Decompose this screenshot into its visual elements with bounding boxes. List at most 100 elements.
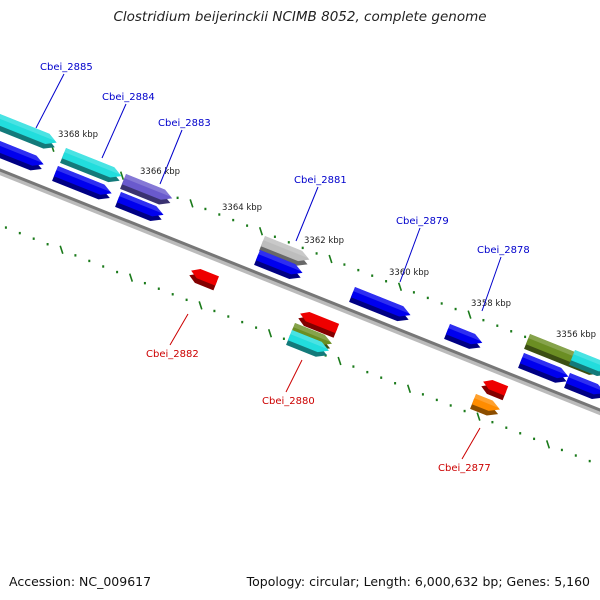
gene-arrow-cbei-2882 [189,268,219,291]
lower-ruler-minor-tick [352,365,355,368]
gene-arrow-highlight [353,287,410,314]
lower-ruler-minor-tick [74,254,77,257]
gene-arrow-body [191,268,219,286]
gene-arrow-cbei-2877 [481,379,509,401]
lower-ruler-minor-tick [505,426,508,429]
lower-ruler-minor-tick [435,398,438,402]
lower-ruler-minor-tick [282,337,285,340]
gene-label: Cbei_2884 [102,92,155,103]
gene-arrow-highlight [263,236,308,259]
gene-arrow-highlight [290,330,328,350]
gene-arrow-highlight [293,323,331,343]
lower-ruler-minor-tick [46,243,49,246]
gene-label: Cbei_2878 [477,245,530,256]
upper-ruler-minor-tick [440,302,443,305]
gene-label-leader-line [461,427,481,460]
gene-arrow-highlight [119,192,163,214]
gene-arrow-cbei-2885 [0,110,57,149]
gene-arrow-cyan-minus [286,330,329,357]
upper-ruler-major-tick [467,310,472,319]
lower-ruler-minor-tick [102,265,105,268]
lower-ruler-major-tick [406,384,412,394]
lower-ruler-minor-tick [255,326,258,329]
kbp-tick-label: 3360 kbp [389,268,429,278]
gene-label-leader-line [169,313,189,346]
kbp-tick-label: 3366 kbp [140,167,180,177]
lower-ruler-major-tick [337,356,342,366]
lower-ruler-minor-tick [380,376,383,379]
gene-arrow-highlight [0,137,43,163]
lower-ruler-minor-tick [116,270,119,274]
lower-ruler-minor-tick [143,281,146,285]
upper-ruler-minor-tick [315,252,318,255]
upper-ruler-minor-tick [232,218,235,222]
upper-ruler-minor-tick [454,307,457,311]
gene-label: Cbei_2881 [294,175,347,186]
gene-label-leader-line [101,103,127,159]
upper-ruler-major-tick [119,171,125,180]
upper-ruler-major-tick [189,199,194,208]
upper-ruler-minor-tick [496,324,499,327]
lower-ruler-minor-tick [519,432,522,435]
lower-ruler-minor-tick [157,287,160,290]
upper-ruler-minor-tick [426,296,429,300]
upper-ruler-minor-tick [204,207,207,211]
gene-arrow-cbei-2884 [60,148,122,183]
gene-arrow-highlight [64,148,121,175]
lower-ruler-minor-tick [4,226,7,229]
lower-ruler-minor-tick [574,454,577,457]
accession-text: Accession: NC_009617 [9,574,152,589]
gene-label: Cbei_2882 [146,349,199,360]
gene-arrow-highlight [258,250,302,272]
upper-ruler-minor-tick [412,291,415,294]
lower-ruler-minor-tick [588,459,591,463]
lower-ruler-minor-tick [88,259,91,263]
gene-label-leader-line [481,256,502,312]
kbp-tick-label: 3358 kbp [471,299,511,309]
lower-ruler-major-tick [59,245,64,255]
gene-arrow-highlight [474,394,499,408]
lower-ruler-minor-tick [32,237,35,240]
gene-arrow-cbei-2880 [298,311,340,338]
lower-ruler-major-tick [545,440,551,449]
gene-arrow-cds [564,373,600,399]
kbp-tick-label: 3356 kbp [556,330,596,340]
gene-label-leader-line [285,359,303,393]
gene-arrow-orange [470,394,500,416]
lower-ruler-minor-tick [227,315,230,318]
upper-ruler-minor-tick [524,335,527,339]
kbp-tick-label: 3362 kbp [304,236,344,246]
lower-ruler-minor-tick [491,420,494,424]
upper-ruler-minor-tick [510,330,513,333]
upper-ruler-minor-tick [343,263,346,266]
gene-label: Cbei_2877 [438,463,491,474]
lower-ruler-minor-tick [185,298,188,302]
lower-ruler-minor-tick [171,293,174,296]
lower-ruler-minor-tick [463,409,466,413]
gene-arrow-body [300,311,340,334]
gene-arrow-cds [254,250,303,279]
gene-arrow-highlight [124,174,171,197]
gene-arrow-cbei-2883 [120,174,173,205]
kbp-tick-label: 3368 kbp [58,130,98,140]
gene-label-leader-line [399,227,421,283]
gene-arrow-highlight [448,324,481,342]
upper-ruler-minor-tick [218,213,221,216]
gene-label-leader-line [295,186,319,242]
gene-arrow-cds [349,287,411,322]
lower-ruler-major-tick [128,273,134,282]
upper-ruler-minor-tick [301,246,304,250]
upper-ruler-major-tick [397,282,403,292]
upper-ruler-minor-tick [273,235,276,238]
upper-ruler-minor-tick [357,268,360,272]
gene-arrow-cds [0,137,44,171]
lower-ruler-minor-tick [394,382,397,385]
upper-ruler-minor-tick [385,280,388,283]
gene-arrow-shadow [189,273,218,291]
genome-backbone [0,168,600,412]
gene-arrow-cds [52,166,112,200]
lower-ruler-minor-tick [449,404,452,407]
gene-arrow-cds [518,353,569,383]
gene-arrow-cds [115,192,164,221]
